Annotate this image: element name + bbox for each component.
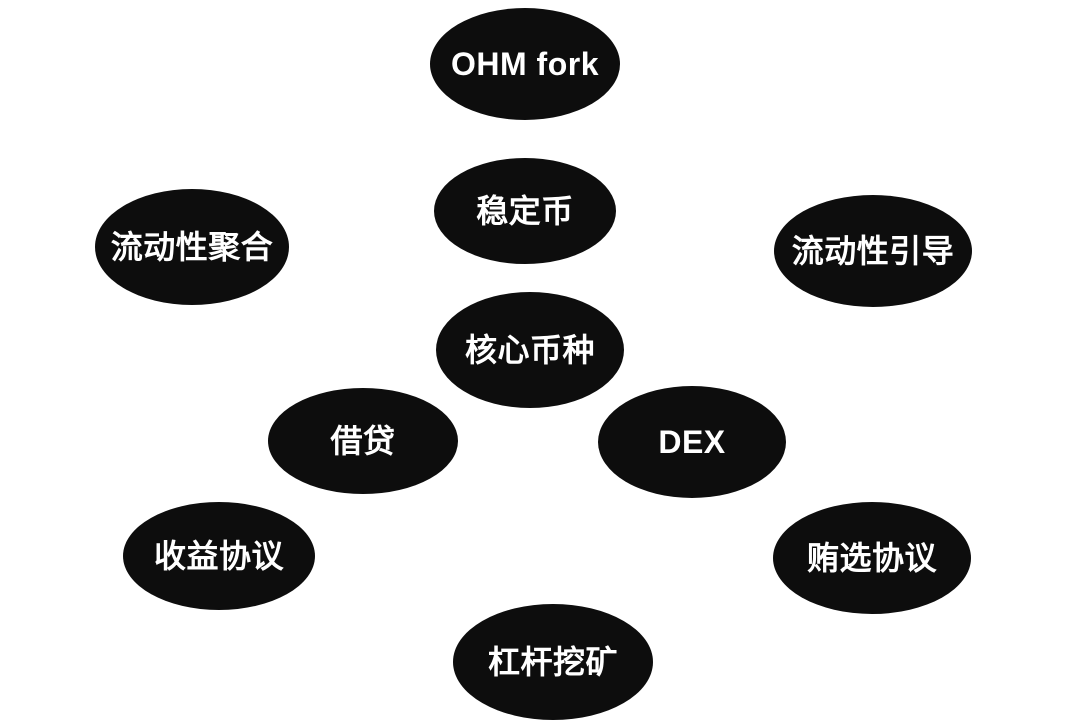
node-liquidity-bootstrapping: 流动性引导 <box>774 195 972 307</box>
node-label: 收益协议 <box>153 538 284 574</box>
node-leveraged-mining: 杠杆挖矿 <box>453 604 653 720</box>
node-label: 借贷 <box>330 423 396 459</box>
node-label: 流动性聚合 <box>110 229 274 265</box>
node-ohm-fork: OHM fork <box>430 8 620 120</box>
node-dex: DEX <box>598 386 786 498</box>
node-label: 稳定币 <box>476 193 574 229</box>
node-core-coins: 核心币种 <box>436 292 624 408</box>
node-stablecoin: 稳定币 <box>434 158 616 264</box>
node-label: 流动性引导 <box>791 233 955 269</box>
node-label: 贿选协议 <box>806 540 937 576</box>
node-bribe-protocol: 贿选协议 <box>773 502 971 614</box>
node-liquidity-aggregation: 流动性聚合 <box>95 189 289 305</box>
node-label: OHM fork <box>451 46 599 82</box>
node-label: 杠杆挖矿 <box>487 644 618 680</box>
node-yield-protocol: 收益协议 <box>123 502 315 610</box>
node-lending: 借贷 <box>268 388 458 494</box>
node-label: DEX <box>658 424 726 460</box>
node-label: 核心币种 <box>464 332 595 368</box>
